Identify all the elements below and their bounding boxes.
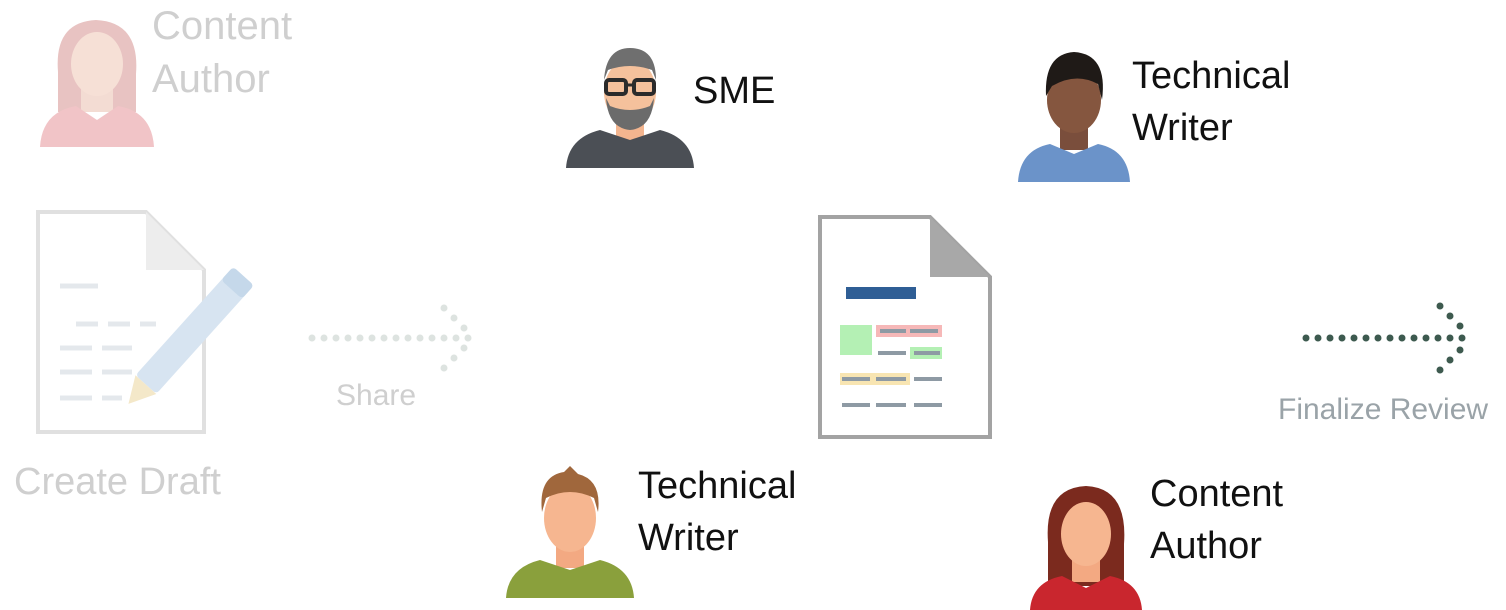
tech-writer-top-label-line2: Writer: [1132, 107, 1233, 149]
content-author-faded-avatar-icon: [40, 20, 154, 147]
finalize-review-label: Finalize Review: [1278, 393, 1489, 426]
share-label: Share: [336, 379, 417, 412]
content-author-bottom-avatar-icon: [1030, 486, 1142, 610]
create-draft-document-icon: [36, 210, 253, 434]
content-author-bottom-label-line2: Author: [1150, 525, 1262, 567]
sme-avatar-icon: [566, 48, 694, 168]
tech-writer-bottom-label-line1: Technical: [638, 465, 797, 507]
tech-writer-top-label-line1: Technical: [1132, 55, 1291, 97]
technical-writer-top-avatar-icon: [1018, 52, 1130, 182]
faded-author-label-line1: Content: [152, 4, 293, 48]
sme-label: SME: [693, 70, 776, 112]
finalize-review-arrow-icon: [1302, 302, 1466, 374]
tech-writer-bottom-label-line2: Writer: [638, 517, 739, 559]
review-document-icon: [818, 215, 992, 439]
content-author-bottom-label-line1: Content: [1150, 473, 1284, 515]
technical-writer-bottom-avatar-icon: [506, 466, 634, 598]
faded-author-label-line2: Author: [152, 57, 270, 101]
share-arrow-icon: [308, 304, 472, 372]
create-draft-label: Create Draft: [14, 461, 221, 503]
